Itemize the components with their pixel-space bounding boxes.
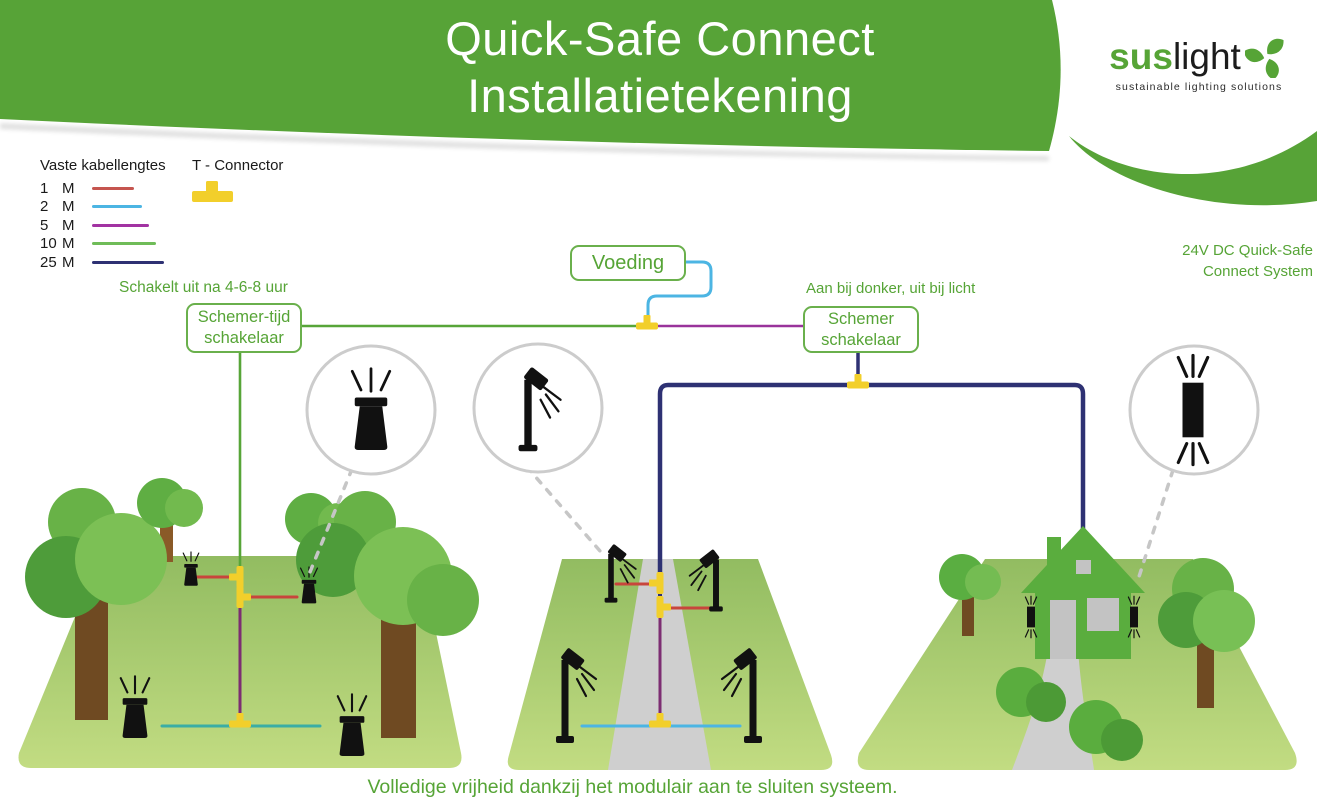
- title-line-1: Quick-Safe Connect: [445, 12, 875, 65]
- house-window: [1087, 598, 1119, 631]
- title-line-2: Installatietekening: [467, 69, 853, 122]
- house-roof: [1021, 526, 1145, 593]
- page-title: Quick-Safe Connect Installatietekening: [205, 10, 1115, 124]
- scene3-trees: [939, 554, 1255, 708]
- legend-title: Vaste kabellengtes: [40, 157, 166, 174]
- timer-switch-line1: Schemer-tijd: [197, 308, 291, 326]
- system-label-line2: Connect System: [1202, 263, 1313, 280]
- power-supply-cable-2m: [646, 260, 713, 323]
- timer-switch-box: Schemer-tijd schakelaar: [186, 303, 302, 353]
- legend-line-10m: [92, 242, 156, 246]
- header-swoosh: [1069, 131, 1317, 206]
- header-band: [0, 0, 1061, 151]
- main-loop-cable-25m: [657, 382, 1086, 581]
- t-connector-loop-junction: [847, 374, 869, 389]
- callout-dash-pole: [525, 465, 602, 553]
- t-connector-legend: T - Connector: [192, 157, 283, 203]
- pole-light-scene2-c: [556, 646, 598, 743]
- pole-light-scene2-b: [688, 548, 723, 612]
- cables: [160, 260, 1086, 728]
- scene3-bushes: [996, 667, 1143, 761]
- t-connector-label: T - Connector: [192, 157, 284, 174]
- system-label: 24V DC Quick-Safe Connect System: [1125, 240, 1313, 282]
- t-connector-power-junction: [636, 315, 658, 330]
- dusk-note: Aan bij donker, uit bij licht: [806, 280, 976, 297]
- house-door: [1050, 600, 1076, 659]
- leaf-logo-icon: [1244, 38, 1284, 78]
- callouts: [305, 342, 1260, 585]
- dusk-switch-line1: Schemer: [827, 309, 894, 328]
- logo-tagline: sustainable lighting solutions: [1115, 81, 1283, 93]
- dusk-switch-box: Schemer schakelaar: [803, 306, 919, 353]
- legend-line-2m: [92, 205, 142, 209]
- legend-line-25m: [92, 260, 164, 264]
- callout-dash-wall: [1135, 468, 1175, 585]
- timer-switch-line2: schakelaar: [204, 329, 284, 347]
- scene3-house: [1021, 526, 1145, 659]
- logo-sus: sus: [1109, 36, 1173, 77]
- timer-note: Schakelt uit na 4-6-8 uur: [119, 279, 288, 296]
- callout-dash-bollard: [308, 467, 354, 574]
- dusk-switch-line2: schakelaar: [821, 330, 901, 349]
- scene1-trees: [25, 478, 479, 738]
- legend-line-1m: [92, 186, 134, 190]
- legend-line-5m: [92, 223, 149, 227]
- header-banner: [0, 0, 1317, 206]
- power-supply-box: Voeding: [570, 245, 686, 281]
- system-label-line1: 24V DC Quick-Safe: [1182, 242, 1313, 259]
- house-attic-window: [1076, 560, 1091, 574]
- logo-light: light: [1172, 36, 1241, 77]
- pole-light-scene2-d: [720, 646, 762, 743]
- header-band-shadow: [0, 123, 1049, 161]
- pole-light-scene2-a: [604, 542, 637, 603]
- power-supply-label: Voeding: [591, 251, 665, 274]
- lamps: [119, 542, 1141, 758]
- t-connector-icon: [192, 181, 233, 202]
- bottom-caption: Volledige vrijheid dankzij het modulair …: [367, 776, 898, 798]
- pole-light-icon: [518, 365, 562, 452]
- callout-circle-pole: [472, 342, 604, 474]
